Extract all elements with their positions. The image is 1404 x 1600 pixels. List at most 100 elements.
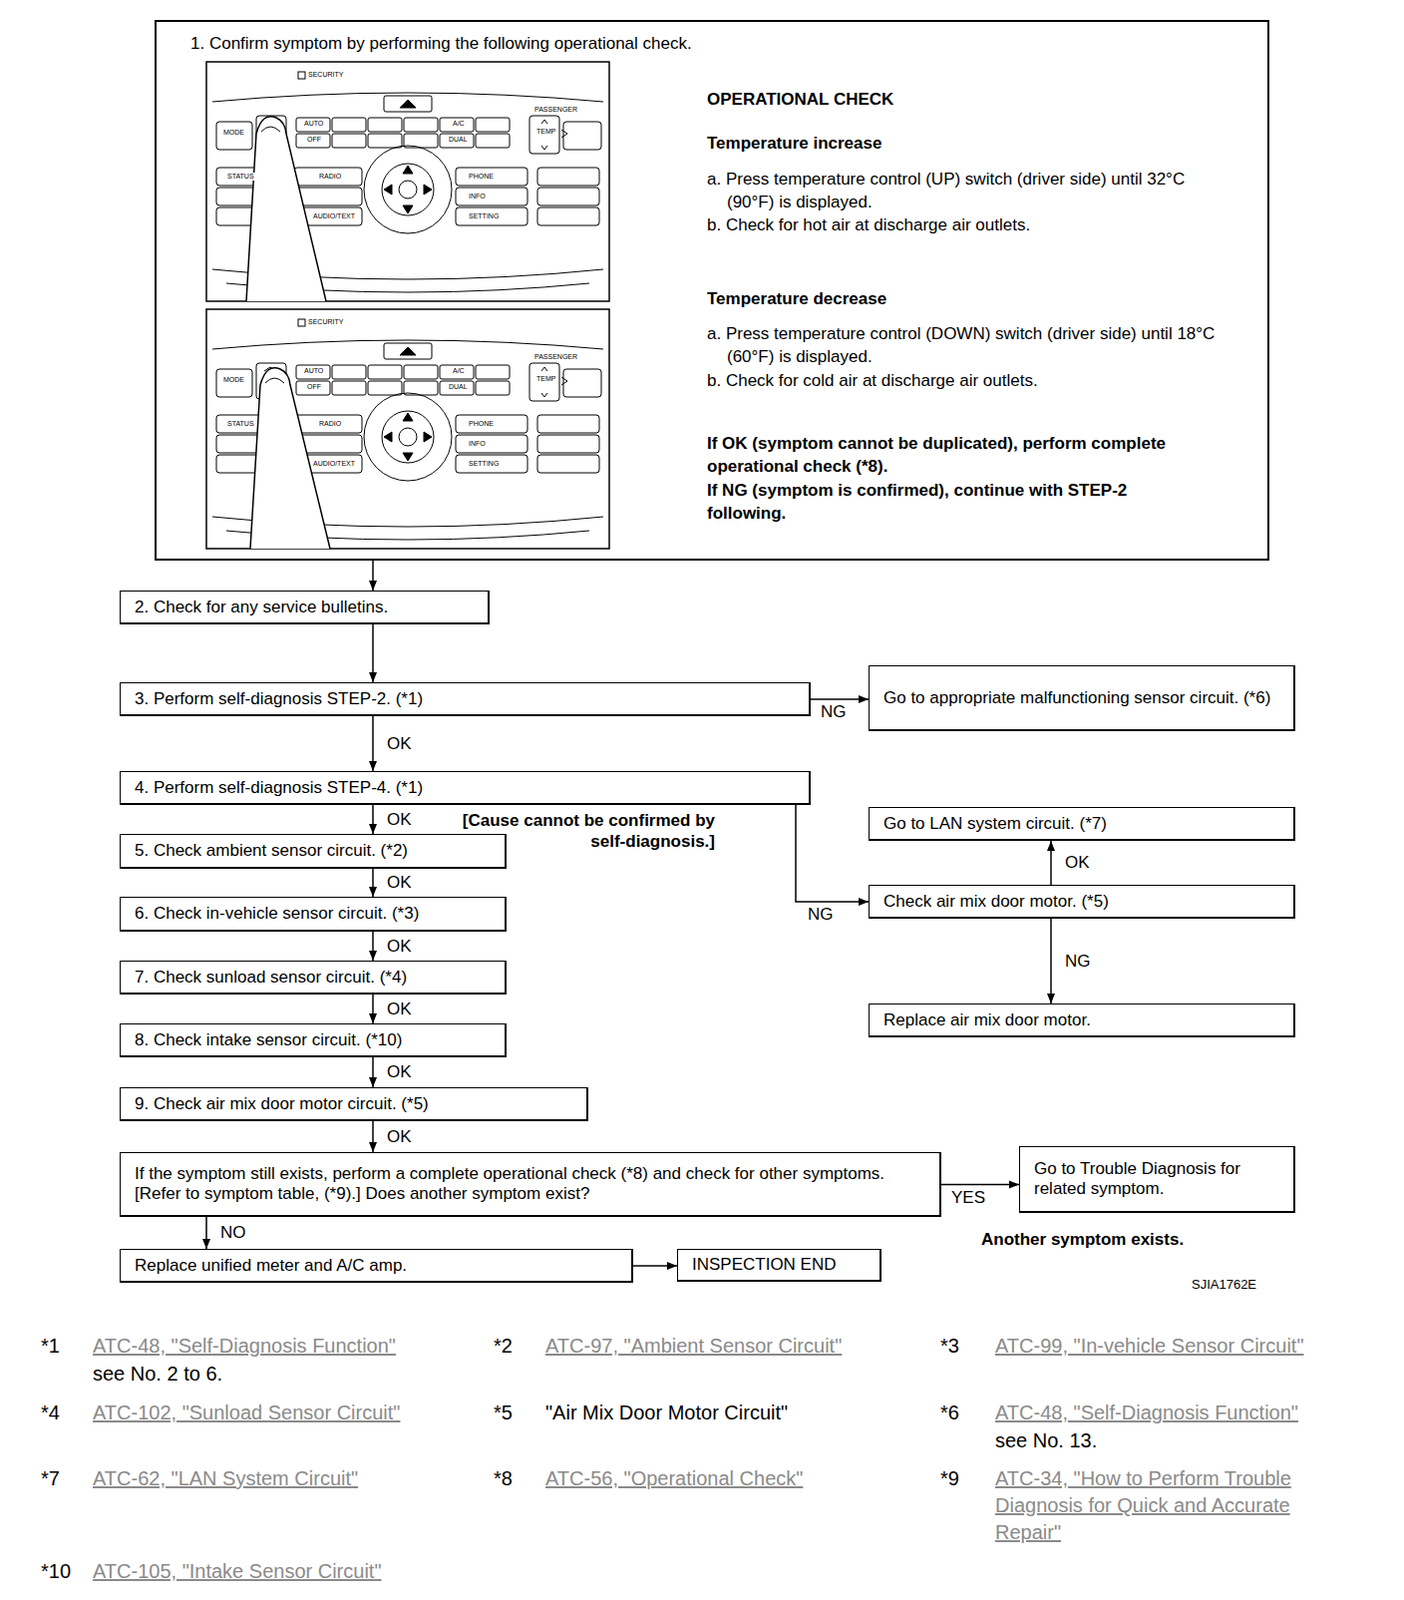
button-label: AUDIO/TEXT: [312, 459, 356, 468]
step-text: Temperature increase: [706, 131, 1246, 155]
flow-arrow: [795, 804, 869, 902]
branch-label: OK: [384, 1061, 414, 1082]
button-label: MODE: [222, 375, 246, 384]
reference-text: "Air Mix Door Motor Circuit": [545, 1399, 935, 1426]
flow-arrow: [371, 868, 374, 897]
button-label: AUTO: [303, 366, 325, 375]
process-box: Check air mix door motor. (*5): [868, 884, 1296, 919]
process-box: 8. Check intake sensor circuit. (*10): [119, 1023, 507, 1057]
button-label: AUDIO/TEXT: [312, 212, 356, 221]
footnote-mark: *6: [940, 1399, 960, 1426]
branch-label: OK: [1062, 852, 1092, 873]
footnote-mark: *9: [940, 1464, 960, 1492]
footnote-mark: *3: [940, 1332, 960, 1360]
button-label: STATUS: [226, 419, 256, 428]
box-text: Replace air mix door motor.: [883, 1010, 1091, 1031]
process-box: 7. Check sunload sensor circuit. (*4): [119, 960, 507, 995]
step-text: a. Press temperature control (UP) switch…: [706, 167, 1196, 214]
box-text: Check air mix door motor. (*5): [883, 891, 1109, 912]
footnote-mark: *4: [40, 1399, 60, 1426]
step-text: 1. Confirm symptom by performing the fol…: [190, 31, 1248, 55]
step-text: If NG (symptom is confirmed), continue w…: [706, 478, 1176, 525]
button-label: RADIO: [318, 419, 343, 428]
branch-label: NG: [1062, 951, 1093, 972]
panel-part: [206, 309, 610, 549]
process-box: Replace unified meter and A/C amp.: [119, 1248, 634, 1283]
box-text: 7. Check sunload sensor circuit. (*4): [134, 967, 407, 988]
flow-arrow: [371, 1056, 374, 1087]
footnote-mark: *7: [40, 1464, 60, 1492]
panel-part: [261, 126, 281, 132]
box-text: 3. Perform self-diagnosis STEP-2. (*1): [134, 689, 423, 709]
flow-arrow: [633, 1264, 678, 1267]
branch-label: NG: [805, 904, 836, 925]
button-label: A/C: [451, 119, 466, 128]
step-text: OPERATIONAL CHECK: [706, 87, 1246, 111]
process-box: 4. Perform self-diagnosis STEP-4. (*1): [119, 770, 811, 805]
button-label: DUAL: [447, 382, 469, 391]
branch-label: OK: [384, 936, 414, 957]
process-box: Go to LAN system circuit. (*7): [868, 806, 1296, 841]
process-box: 5. Check ambient sensor circuit. (*2): [119, 833, 507, 869]
box-text: 5. Check ambient sensor circuit. (*2): [134, 840, 408, 861]
footnote-mark: *2: [493, 1332, 513, 1360]
process-box: Replace air mix door motor.: [868, 1003, 1296, 1038]
reference-link: ATC-48, "Self-Diagnosis Function": [995, 1399, 1395, 1426]
panel-part: [246, 116, 327, 302]
flow-arrow: [371, 624, 374, 683]
note: Another symptom exists.: [981, 1228, 1184, 1250]
branch-label: OK: [384, 809, 414, 830]
figure-code: SJIA1762E: [1191, 1276, 1257, 1292]
box-text: 8. Check intake sensor circuit. (*10): [134, 1030, 402, 1051]
flow-arrow: [371, 1120, 374, 1152]
button-label: OFF: [306, 382, 323, 391]
button-label: AUTO: [303, 119, 325, 128]
step-text: If OK (symptom cannot be duplicated), pe…: [706, 431, 1176, 478]
reference-link: ATC-97, "Ambient Sensor Circuit": [545, 1332, 935, 1360]
box-text: 6. Check in-vehicle sensor circuit. (*3): [134, 903, 419, 924]
box-text: 2. Check for any service bulletins.: [134, 597, 388, 618]
button-label: OFF: [306, 135, 323, 144]
reference-link: ATC-105, "Intake Sensor Circuit": [92, 1557, 472, 1585]
button-label: TEMP: [535, 374, 557, 383]
process-box: 6. Check in-vehicle sensor circuit. (*3): [119, 896, 507, 932]
reference-link: ATC-99, "In-vehicle Sensor Circuit": [995, 1332, 1395, 1360]
process-box: 3. Perform self-diagnosis STEP-2. (*1): [119, 682, 811, 716]
box-text: Go to Trouble Diagnosis for related symp…: [1034, 1158, 1280, 1199]
button-label: TEMP: [535, 127, 557, 136]
panel-part: [250, 367, 331, 549]
step-frame: 1. Confirm symptom by performing the fol…: [154, 19, 1270, 561]
button-label: SECURITY: [307, 318, 345, 327]
branch-label: OK: [384, 733, 414, 754]
button-label: DUAL: [447, 135, 469, 144]
button-label: INFO: [467, 439, 487, 448]
button-label: SETTING: [467, 212, 500, 221]
reference-link: ATC-48, "Self-Diagnosis Function": [92, 1332, 472, 1360]
control-panel: [206, 309, 610, 549]
flow-arrow: [205, 1216, 208, 1249]
box-text: Go to appropriate malfunctioning sensor …: [883, 688, 1271, 708]
button-label: PASSENGER: [533, 352, 579, 361]
reference-link: ATC-62, "LAN System Circuit": [92, 1464, 472, 1492]
flow-arrow: [1050, 918, 1053, 1004]
button-label: INFO: [467, 192, 487, 201]
button-label: SECURITY: [307, 70, 345, 79]
box-text: 9. Check air mix door motor circuit. (*5…: [134, 1093, 429, 1114]
box-text: Replace unified meter and A/C amp.: [134, 1255, 407, 1276]
flow-arrow: [371, 715, 374, 771]
button-label: PASSENGER: [533, 105, 579, 114]
button-label: STATUS: [226, 172, 256, 181]
process-box: Go to Trouble Diagnosis for related symp…: [1019, 1145, 1296, 1213]
panel-part: [265, 377, 285, 383]
footnote-mark: *1: [40, 1332, 60, 1360]
branch-label: NO: [218, 1222, 249, 1243]
branch-label: YES: [949, 1187, 988, 1208]
branch-label: OK: [384, 872, 414, 893]
control-panel: [206, 61, 610, 302]
footnote-mark: *8: [493, 1464, 513, 1492]
process-box: INSPECTION END: [677, 1248, 882, 1282]
box-text: Go to LAN system circuit. (*7): [883, 813, 1107, 834]
step-text: a. Press temperature control (DOWN) swit…: [706, 322, 1216, 368]
flow-arrow: [1050, 840, 1053, 885]
